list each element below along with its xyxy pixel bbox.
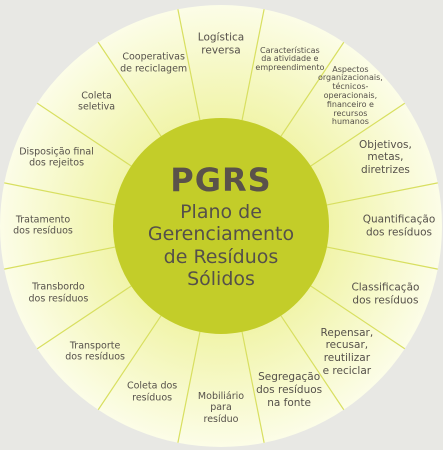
segment-divider	[4, 182, 116, 206]
segment-tratamento: Tratamento dos resíduos	[13, 214, 73, 237]
segment-mobiliario: Mobiliário para resíduo	[197, 390, 245, 425]
segment-divider	[177, 331, 201, 443]
segment-transbordo: Transbordo dos resíduos	[28, 281, 89, 305]
segment-divider	[36, 102, 132, 167]
segment-divider	[241, 331, 265, 443]
segment-divider	[326, 246, 438, 270]
segment-coleta-residuos: Coleta dos resíduos	[126, 380, 178, 404]
segment-divider	[97, 315, 162, 411]
segment-divider	[310, 285, 406, 350]
segment-quantificacao: Quantificação dos resíduos	[362, 213, 436, 238]
segment-divider	[310, 102, 406, 167]
segment-divider	[280, 41, 345, 137]
center-title: PGRS	[170, 161, 272, 200]
segment-divider	[177, 9, 201, 121]
segment-coleta-seletiva: Coleta seletiva	[78, 90, 116, 113]
segment-divider	[326, 182, 438, 206]
segment-divider	[4, 246, 116, 270]
segment-repensar: Repensar, recusar, reutilizar e reciclar	[320, 326, 374, 377]
segment-objetivos: Objetivos, metas, diretrizes	[359, 138, 412, 177]
segment-cooperativas: Cooperativas de reciclagem	[120, 52, 188, 75]
segment-divider	[36, 285, 132, 350]
segment-divider	[280, 315, 345, 411]
segment-aspectos: Aspectos organizacionais, técnicos- oper…	[317, 64, 383, 127]
segment-caracteristicas: Características da atividade e empreendi…	[255, 45, 325, 73]
segment-classificacao: Classificação dos resíduos	[351, 281, 420, 307]
segment-divider	[241, 9, 265, 121]
segment-segregacao: Segregação dos resíduos na fonte	[256, 371, 323, 409]
center-subtitle: Plano de Gerenciamento de Resíduos Sólid…	[147, 201, 295, 291]
center-circle	[113, 118, 329, 334]
segment-transporte: Transporte dos resíduos	[65, 340, 126, 363]
center-text: PGRS Plano de Gerenciamento de Resíduos …	[131, 161, 311, 291]
segment-logistica: Logística reversa	[197, 31, 245, 56]
segment-dividers	[4, 9, 438, 443]
segment-divider	[97, 41, 162, 137]
segment-disposicao: Disposição final dos rejeitos	[19, 146, 94, 169]
